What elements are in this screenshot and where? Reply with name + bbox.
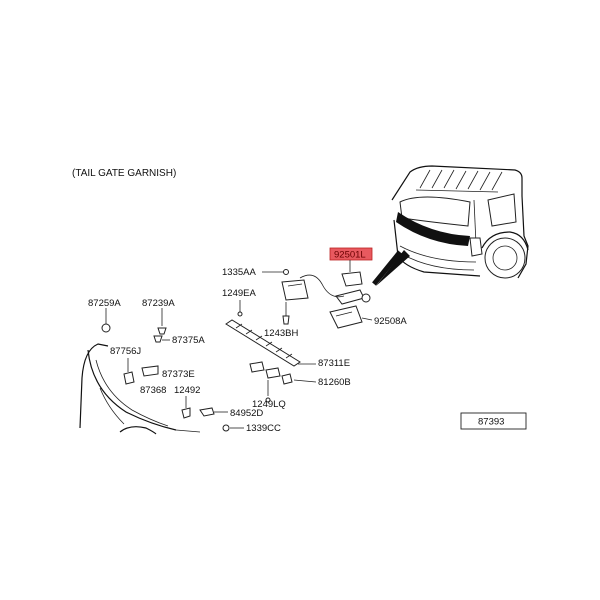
- part-label-81260B: 81260B: [318, 377, 351, 388]
- clip-icon: [101, 323, 111, 333]
- section-title: (TAIL GATE GARNISH): [72, 168, 176, 179]
- part-label-1249LQ: 1249LQ: [252, 399, 286, 410]
- tail-gate-garnish-outline: [79, 343, 201, 435]
- clip-icon: [141, 365, 159, 377]
- screw-icon: [237, 311, 243, 317]
- part-label-87393: 87393: [478, 417, 504, 428]
- part-label-1335AA: 1335AA: [222, 267, 256, 278]
- part-label-1243BH: 1243BH: [264, 328, 298, 339]
- part-label-12492: 12492: [174, 385, 200, 396]
- license-lamp-icon: [329, 271, 371, 329]
- clip-icon: [265, 367, 281, 379]
- screw-icon: [283, 269, 289, 275]
- part-label-87756J: 87756J: [110, 346, 141, 357]
- part-label-87239A: 87239A: [142, 298, 175, 309]
- part-label-1249EA: 1249EA: [222, 288, 256, 299]
- screw-icon: [222, 424, 230, 432]
- garnish-bar-icon: [225, 319, 301, 367]
- clip-icon: [123, 371, 135, 385]
- highlight-label-box: [329, 247, 373, 261]
- part-label-87375A: 87375A: [172, 335, 205, 346]
- lamp-housing-icon: [281, 279, 309, 301]
- garnish-highlight-band: [396, 212, 470, 246]
- part-label-1339CC: 1339CC: [246, 423, 281, 434]
- screw-icon: [282, 315, 290, 325]
- screw-icon: [265, 397, 271, 403]
- part-label-87373E: 87373E: [162, 369, 195, 380]
- part-label-92508A: 92508A: [374, 316, 407, 327]
- part-label-87368: 87368: [140, 385, 166, 396]
- car-rear-icon: [391, 165, 529, 279]
- clip-icon: [249, 361, 265, 373]
- part-label-84952D: 84952D: [230, 408, 263, 419]
- part-label-87259A: 87259A: [88, 298, 121, 309]
- clip-icon: [157, 327, 167, 335]
- clip-icon: [153, 335, 163, 343]
- clip-icon: [199, 407, 215, 417]
- part-label-87311E: 87311E: [318, 358, 350, 369]
- clip-icon: [281, 373, 293, 385]
- part-label-highlighted: 92501L: [334, 250, 366, 261]
- screw-icon: [181, 407, 191, 419]
- arrow-icon: [376, 250, 410, 286]
- reference-box: [460, 412, 527, 430]
